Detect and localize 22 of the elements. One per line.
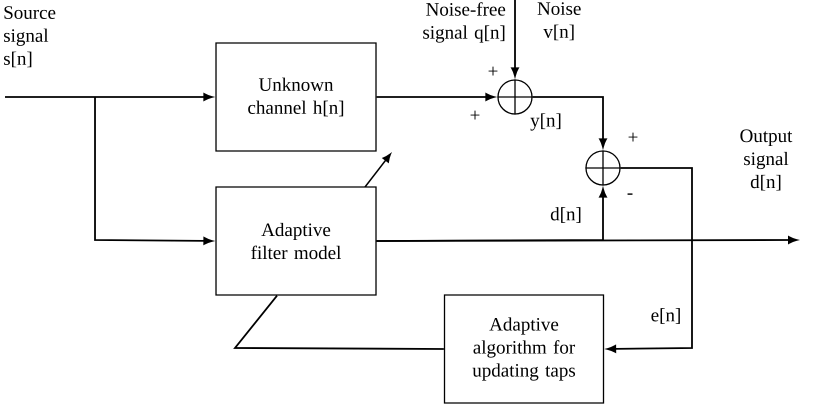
signal-label: Source signal s[n]: [4, 6, 56, 68]
summing-junction: [584, 150, 622, 186]
arrow: [5, 93, 213, 101]
edge-label: e[n]: [651, 308, 680, 324]
process-box: Adaptive algorithm for updating taps: [444, 294, 604, 404]
process-box: Adaptive filter model: [215, 186, 377, 296]
edge-label: d[n]: [550, 207, 580, 223]
signal-label: Noise v[n]: [538, 2, 581, 40]
sign-label: +: [628, 132, 638, 142]
arrow: [376, 236, 798, 244]
sign-label: +: [488, 66, 498, 76]
edge-label: y[n]: [530, 113, 560, 131]
signal-label: Noise-free signal q[n]: [423, 2, 506, 43]
process-box: Unknown channel h[n]: [215, 42, 377, 152]
arrow: [376, 93, 495, 101]
arrow: [532, 96, 607, 148]
signal-label: Output signal d[n]: [740, 129, 792, 191]
sign-label: +: [470, 110, 480, 120]
arrow: [606, 167, 693, 353]
sign-label: -: [628, 193, 632, 195]
arrow: [94, 97, 213, 245]
arrow: [511, 0, 519, 77]
